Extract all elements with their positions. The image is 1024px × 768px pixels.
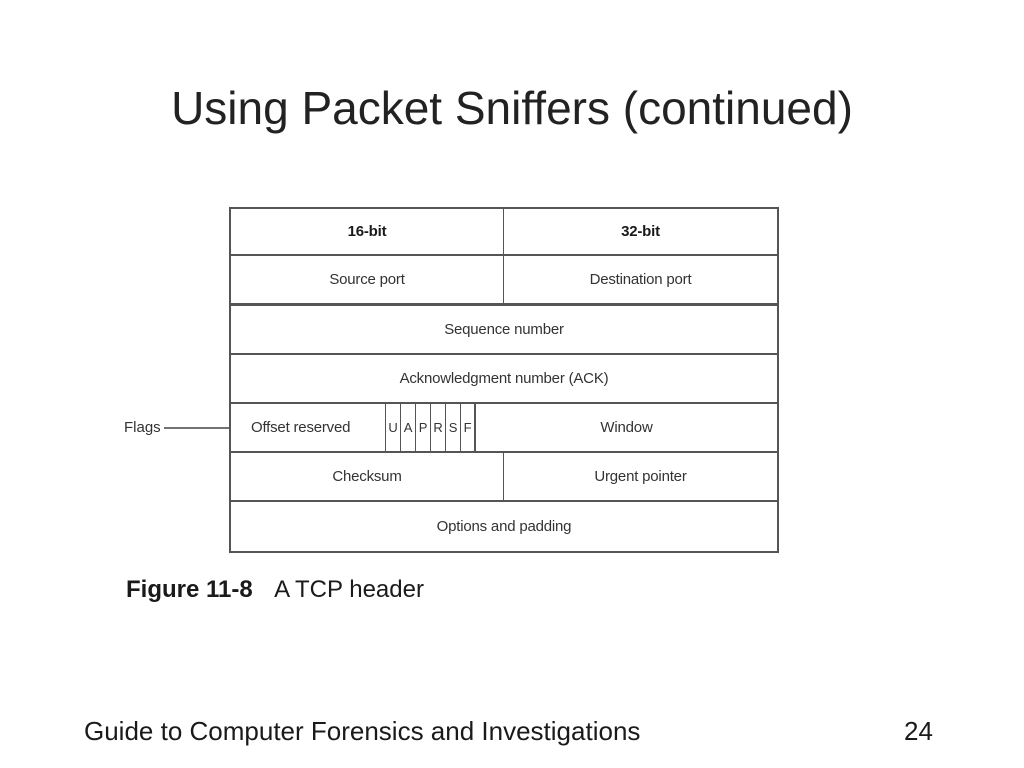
flags-row: Offset reserved U A P R S F Window bbox=[231, 404, 777, 453]
window-cell: Window bbox=[600, 419, 653, 436]
flag-ack-cell: A bbox=[401, 404, 416, 451]
header-row: 16-bit 32-bit bbox=[231, 209, 777, 256]
header-32bit: 32-bit bbox=[621, 223, 660, 240]
flag-psh-cell: P bbox=[416, 404, 431, 451]
urgent-pointer-cell: Urgent pointer bbox=[594, 468, 687, 485]
slide-title: Using Packet Sniffers (continued) bbox=[171, 82, 853, 134]
sequence-row: Sequence number bbox=[231, 305, 777, 355]
offset-reserved-cell: Offset reserved bbox=[231, 404, 386, 451]
flags-label: Flags bbox=[124, 419, 161, 436]
options-padding-cell: Options and padding bbox=[436, 518, 572, 535]
options-row: Options and padding bbox=[231, 502, 777, 551]
flag-rst-cell: R bbox=[431, 404, 446, 451]
ports-row: Source port Destination port bbox=[231, 256, 777, 305]
tcp-header-diagram: 16-bit 32-bit Source port Destination po… bbox=[229, 207, 779, 553]
header-16bit: 16-bit bbox=[231, 209, 504, 254]
ack-row: Acknowledgment number (ACK) bbox=[231, 355, 777, 404]
page-number: 24 bbox=[904, 716, 933, 746]
figure-caption-text: A TCP header bbox=[274, 576, 424, 603]
flag-fin-cell: F bbox=[461, 404, 476, 451]
figure-caption: Figure 11-8 A TCP header bbox=[126, 576, 424, 604]
sequence-number-cell: Sequence number bbox=[444, 321, 564, 338]
figure-number: Figure 11-8 bbox=[126, 576, 253, 603]
flag-urg-cell: U bbox=[386, 404, 401, 451]
checksum-cell: Checksum bbox=[231, 453, 504, 500]
footer-text: Guide to Computer Forensics and Investig… bbox=[84, 716, 641, 746]
destination-port-cell: Destination port bbox=[589, 271, 692, 288]
source-port-cell: Source port bbox=[231, 256, 504, 303]
ack-number-cell: Acknowledgment number (ACK) bbox=[399, 370, 609, 387]
checksum-row: Checksum Urgent pointer bbox=[231, 453, 777, 502]
flag-syn-cell: S bbox=[446, 404, 461, 451]
